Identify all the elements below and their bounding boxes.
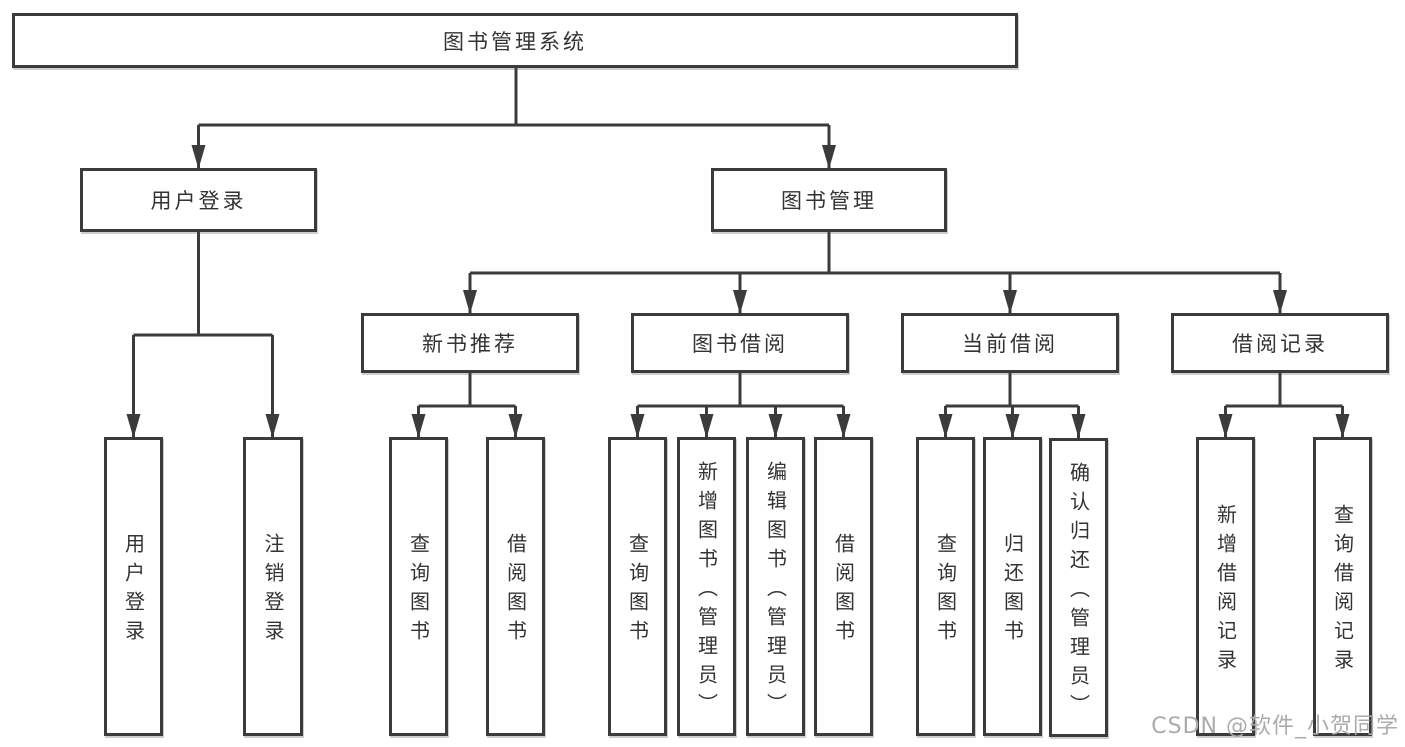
leaf-confirm-return-admin: 确认归还（管理员）	[1049, 438, 1108, 737]
leaf-add-borrow-record: 新增借阅记录	[1196, 437, 1255, 736]
leaf-query-books-current: 查询图书	[916, 437, 975, 736]
node-borrowing-records: 借阅记录	[1171, 313, 1389, 373]
leaf-borrow-books-recommend: 借阅图书	[486, 437, 545, 736]
leaf-add-books-admin: 新增图书（管理员）	[677, 437, 736, 736]
csdn-watermark: CSDN @软件_小贺同学	[1151, 714, 1399, 739]
node-user-login-branch: 用户登录	[80, 168, 317, 232]
leaf-edit-books-admin: 编辑图书（管理员）	[746, 437, 805, 736]
leaf-logout: 注销登录	[243, 437, 303, 736]
leaf-query-books-borrow: 查询图书	[608, 437, 667, 736]
leaf-return-books: 归还图书	[983, 437, 1042, 736]
node-book-management-branch: 图书管理	[711, 168, 947, 232]
leaf-user-login: 用户登录	[104, 437, 163, 736]
leaf-query-books-recommend: 查询图书	[389, 437, 448, 736]
node-new-book-recommend: 新书推荐	[361, 313, 579, 373]
leaf-borrow-books: 借阅图书	[814, 437, 873, 736]
node-current-borrowing: 当前借阅	[901, 313, 1119, 373]
node-book-borrowing: 图书借阅	[631, 313, 849, 373]
node-root-library-system: 图书管理系统	[12, 13, 1018, 68]
leaf-query-borrow-record: 查询借阅记录	[1313, 437, 1372, 736]
